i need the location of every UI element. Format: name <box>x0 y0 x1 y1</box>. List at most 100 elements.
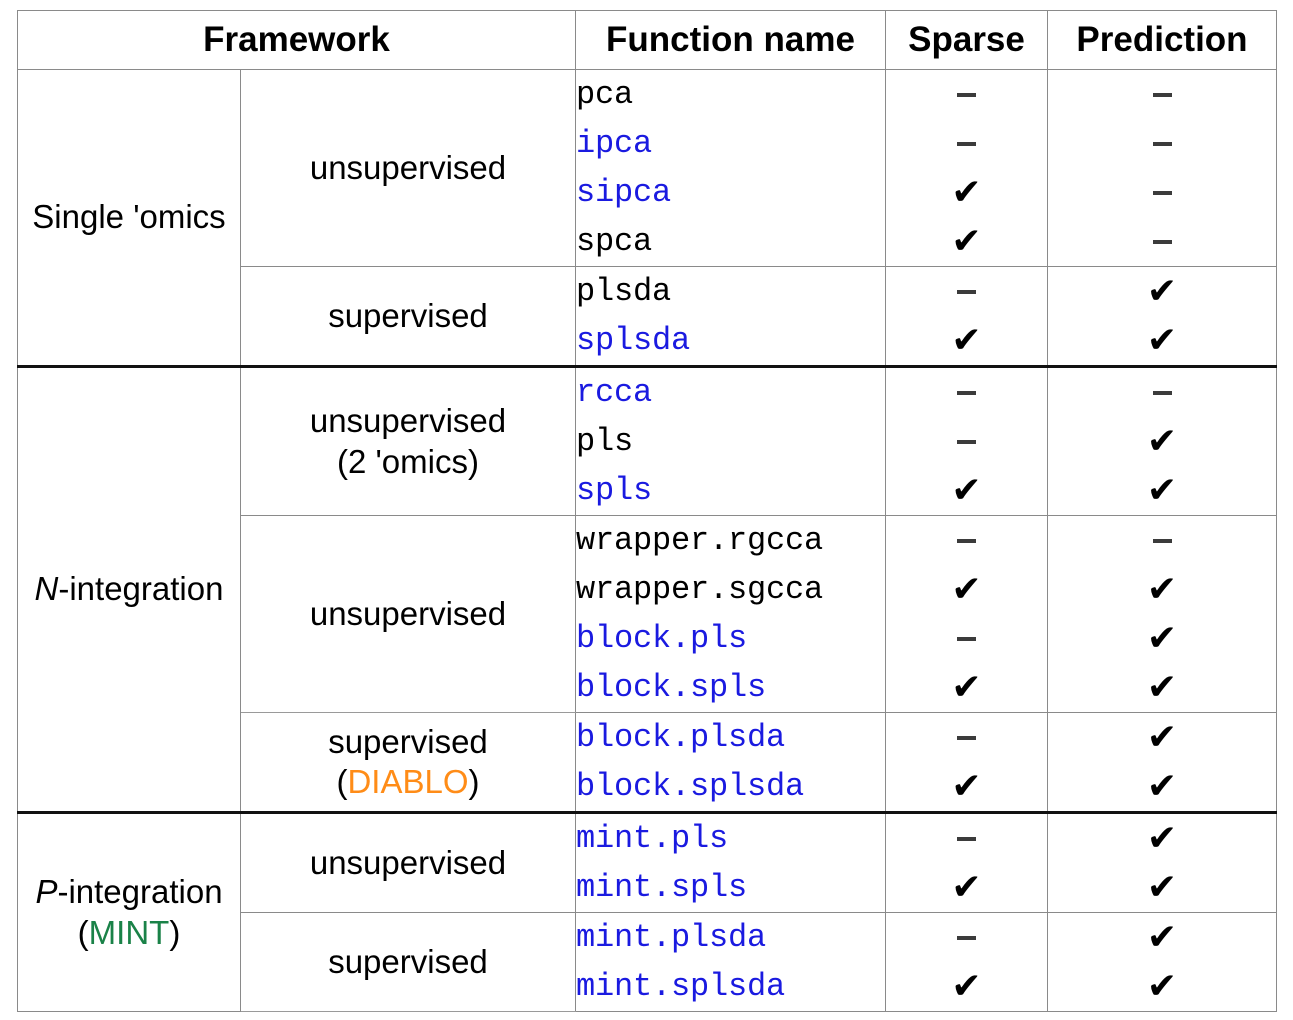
subcategory-label: supervised(DIABLO) <box>241 722 575 803</box>
framework-label: P-integration(MINT) <box>18 872 240 953</box>
check-icon: ✔ <box>1146 867 1178 908</box>
check-icon: ✔ <box>1146 271 1178 312</box>
sparse-cell <box>885 119 1048 168</box>
table-row: unsupervised wrapper.rgcca <box>18 515 1277 713</box>
framework-cell: N-integration <box>17 365 241 813</box>
subcategory-label-line1: unsupervised <box>309 148 507 186</box>
dash-icon <box>957 935 976 940</box>
function-name-cell: block.splsda <box>575 762 886 813</box>
prediction-cell: ✔ <box>1047 912 1277 962</box>
column-header-framework: Framework <box>17 10 576 70</box>
column-header-prediction: Prediction <box>1047 10 1277 70</box>
table-row: spls✔✔ <box>18 466 1277 516</box>
subcategory-label: supervised <box>241 942 575 982</box>
check-icon: ✔ <box>1146 618 1178 659</box>
framework-label-text: Single 'omics <box>32 198 226 236</box>
function-name-cell: wrapper.sgcca <box>575 565 886 614</box>
column-header-sparse: Sparse <box>885 10 1048 70</box>
subcategory-label-line1: unsupervised <box>309 402 507 440</box>
function-name-cell: spls <box>575 466 886 516</box>
sparse-cell <box>885 614 1048 663</box>
framework-italic-prefix: N <box>34 570 59 608</box>
function-name-cell: rcca <box>575 365 886 417</box>
function-name-cell: plsda <box>575 266 886 316</box>
sparse-cell <box>885 69 1048 119</box>
table-row: spca✔ <box>18 217 1277 267</box>
subcategory-label: unsupervised <box>241 148 575 188</box>
dash-icon <box>1152 141 1172 146</box>
framework-note-paren-close: ) <box>169 913 181 951</box>
sparse-cell: ✔ <box>885 466 1048 516</box>
subcategory-label: unsupervised <box>241 594 575 634</box>
subcategory-note-diablo: DIABLO <box>347 763 469 800</box>
table-row: ipca <box>18 119 1277 168</box>
sparse-cell <box>885 266 1048 316</box>
function-name-cell: wrapper.rgcca <box>575 515 886 565</box>
subcategory-label-line1: supervised <box>328 296 488 334</box>
subcategory-label: supervised <box>241 296 575 336</box>
sparse-cell: ✔ <box>885 217 1048 267</box>
check-icon: ✔ <box>1146 717 1178 758</box>
subcategory-cell: supervised(DIABLO) <box>240 712 576 813</box>
function-name-cell: mint.splsda <box>575 962 886 1012</box>
subcategory-note-paren-close: ) <box>468 763 480 800</box>
sparse-cell <box>885 365 1048 417</box>
framework-note-paren-open: ( <box>77 913 89 951</box>
function-name-cell: mint.spls <box>575 863 886 913</box>
dash-icon <box>957 141 976 146</box>
table-row: pls✔ <box>18 417 1277 466</box>
function-name-cell: ipca <box>575 119 886 168</box>
prediction-cell: ✔ <box>1047 266 1277 316</box>
framework-note-mint: MINT <box>88 913 170 951</box>
dash-icon <box>1152 92 1172 97</box>
subcategory-cell: unsupervised <box>240 515 576 713</box>
prediction-cell <box>1047 515 1277 565</box>
check-icon: ✔ <box>951 221 982 262</box>
function-name-cell: block.plsda <box>575 712 886 762</box>
table-row: sipca✔ <box>18 168 1277 217</box>
prediction-cell: ✔ <box>1047 466 1277 516</box>
table-row: block.splsda✔✔ <box>18 762 1277 813</box>
check-icon: ✔ <box>951 320 982 361</box>
sparse-cell <box>885 417 1048 466</box>
sparse-cell: ✔ <box>885 863 1048 913</box>
check-icon: ✔ <box>1146 818 1178 859</box>
function-name-cell: sipca <box>575 168 886 217</box>
function-name-cell: block.pls <box>575 614 886 663</box>
subcategory-label-line1: supervised <box>328 722 488 760</box>
table-row: wrapper.sgcca✔✔ <box>18 565 1277 614</box>
sparse-cell: ✔ <box>885 316 1048 367</box>
check-icon: ✔ <box>1146 320 1178 361</box>
check-icon: ✔ <box>1146 667 1178 708</box>
function-name-cell: mint.plsda <box>575 912 886 962</box>
prediction-cell: ✔ <box>1047 614 1277 663</box>
prediction-cell: ✔ <box>1047 565 1277 614</box>
sparse-cell: ✔ <box>885 762 1048 813</box>
table-header-row: Framework Function name Sparse Predictio… <box>17 10 1277 70</box>
subcategory-label-line1: unsupervised <box>309 594 507 632</box>
check-icon: ✔ <box>1146 917 1178 958</box>
subcategory-cell: supervised <box>240 912 576 1012</box>
framework-italic-prefix: P <box>35 873 58 911</box>
sparse-cell <box>885 712 1048 762</box>
check-icon: ✔ <box>951 667 982 708</box>
function-name-cell: pca <box>575 69 886 119</box>
check-icon: ✔ <box>1146 421 1178 462</box>
prediction-cell: ✔ <box>1047 712 1277 762</box>
prediction-cell: ✔ <box>1047 863 1277 913</box>
prediction-cell: ✔ <box>1047 417 1277 466</box>
dash-icon <box>1152 190 1172 195</box>
framework-label: N-integration <box>18 569 240 609</box>
check-icon: ✔ <box>951 966 982 1007</box>
framework-cell: Single 'omics <box>17 69 241 367</box>
framework-function-table: Framework Function name Sparse Predictio… <box>17 10 1277 1012</box>
dash-icon <box>1152 239 1172 244</box>
dash-icon <box>957 289 976 294</box>
table-row: block.spls✔✔ <box>18 663 1277 713</box>
prediction-cell: ✔ <box>1047 663 1277 713</box>
subcategory-label: unsupervised <box>241 843 575 883</box>
table-head: Framework Function name Sparse Predictio… <box>17 10 1277 70</box>
